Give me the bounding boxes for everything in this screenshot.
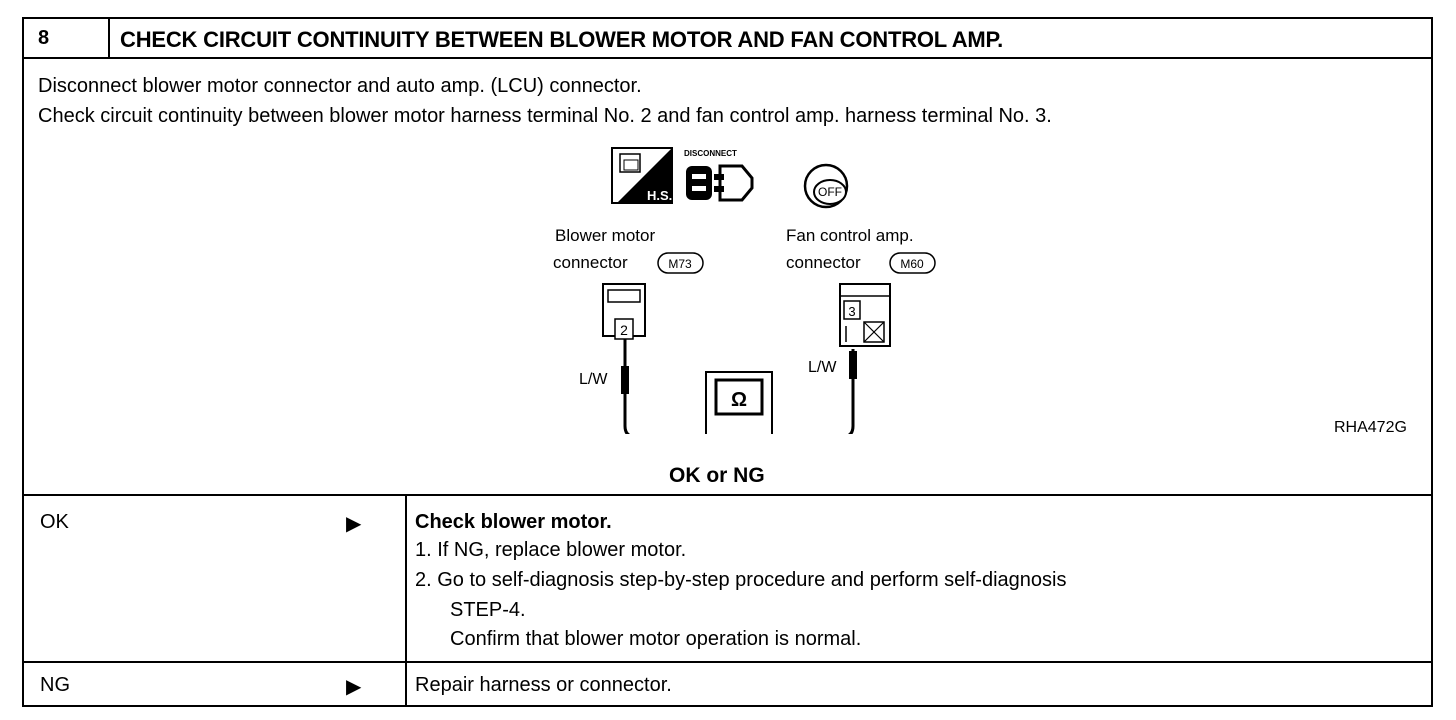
- left-wire-label: L/W: [579, 371, 608, 388]
- ignition-off-icon: OFF: [803, 163, 849, 209]
- left-connector-name: Blower motor: [555, 226, 655, 245]
- ok-arrow-icon: ▶: [346, 513, 362, 535]
- ohm-symbol: Ω: [731, 389, 747, 411]
- outcome-divider: [405, 494, 407, 707]
- ok-action-item-2-cont: STEP-4.: [450, 599, 526, 621]
- disconnect-label: DISCONNECT: [684, 149, 737, 158]
- left-terminal-number: 2: [620, 322, 628, 338]
- ok-action-item-2: 2. Go to self-diagnosis step-by-step pro…: [415, 569, 1067, 591]
- off-label: OFF: [818, 185, 842, 199]
- left-connector-word: connector: [553, 253, 628, 272]
- ng-arrow-icon: ▶: [346, 676, 362, 698]
- ok-action-heading: Check blower motor.: [415, 511, 612, 533]
- ok-action-item-1: 1. If NG, replace blower motor.: [415, 539, 687, 561]
- fan-control-amp-connector: 3: [839, 283, 891, 347]
- ok-action-item-3: Confirm that blower motor operation is n…: [450, 628, 862, 650]
- right-terminal-number: 3: [848, 304, 855, 319]
- outcome-middle-rule: [24, 661, 1431, 663]
- instruction-line-1: Disconnect blower motor connector and au…: [38, 75, 642, 97]
- left-connector-code: M73: [668, 257, 692, 271]
- ng-action: Repair harness or connector.: [415, 674, 672, 696]
- header-rule: [24, 57, 1431, 59]
- step-number: 8: [38, 27, 50, 49]
- outcome-ng-label: NG: [40, 674, 70, 696]
- right-wire-label: L/W: [808, 359, 837, 376]
- figure-id: RHA472G: [1334, 419, 1407, 436]
- outcome-top-rule: [24, 494, 1431, 496]
- ohmmeter-icon: Ω: [705, 371, 773, 449]
- outcome-ok-label: OK: [40, 511, 69, 533]
- right-connector-word: connector: [786, 253, 861, 272]
- diagnostic-step-table: 8 CHECK CIRCUIT CONTINUITY BETWEEN BLOWE…: [22, 17, 1433, 707]
- result-question: OK or NG: [669, 464, 765, 487]
- blower-motor-connector: 2: [602, 283, 646, 340]
- hs-connector-icon: H.S.: [611, 147, 673, 204]
- instruction-line-2: Check circuit continuity between blower …: [38, 105, 1052, 127]
- right-connector-code: M60: [900, 257, 924, 271]
- header-divider: [108, 19, 110, 57]
- step-title: CHECK CIRCUIT CONTINUITY BETWEEN BLOWER …: [120, 27, 1004, 52]
- disconnect-icon: DISCONNECT: [684, 149, 754, 202]
- right-connector-name: Fan control amp.: [786, 226, 914, 245]
- hs-label: H.S.: [647, 188, 672, 203]
- continuity-test-diagram: H.S. DISCONNECT OFF Blower motor connect…: [524, 144, 954, 449]
